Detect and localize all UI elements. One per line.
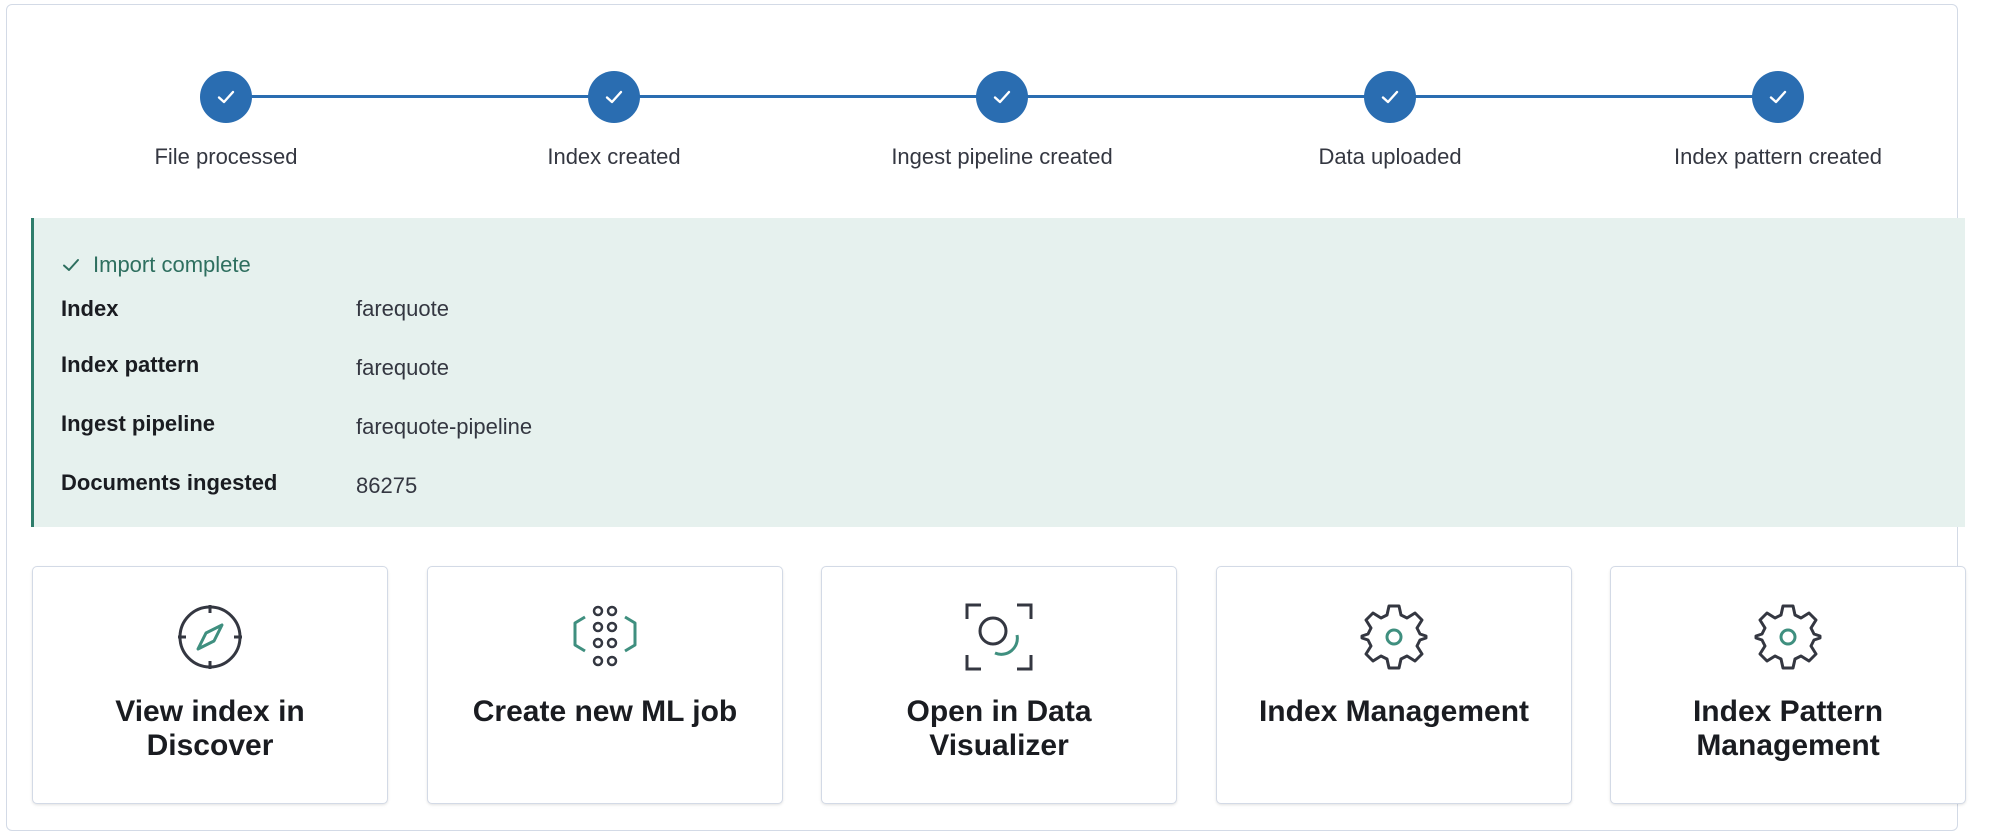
step-complete-check-icon xyxy=(1364,71,1416,123)
step-index-created: Index created xyxy=(454,71,774,170)
data-visualizer-icon xyxy=(965,603,1033,671)
step-label: Index pattern created xyxy=(1674,144,1882,169)
step-complete-check-icon xyxy=(1752,71,1804,123)
step-ingest-pipeline-created: Ingest pipeline created xyxy=(842,71,1162,170)
index-management-card[interactable]: Index Management xyxy=(1216,566,1572,804)
label-ingest-pipeline: Ingest pipeline xyxy=(61,411,216,436)
label-documents-ingested: Documents ingested xyxy=(61,470,278,495)
step-complete-check-icon xyxy=(200,71,252,123)
compass-icon xyxy=(178,605,242,669)
callout-title-text: Import complete xyxy=(93,252,251,277)
check-icon xyxy=(63,259,79,271)
index-pattern-management-card[interactable]: Index Pattern Management xyxy=(1610,566,1966,804)
create-ml-job-card[interactable]: Create new ML job xyxy=(427,566,783,804)
step-complete-check-icon xyxy=(976,71,1028,123)
value-index: farequote xyxy=(356,296,449,321)
card-title: Index Management xyxy=(1258,695,1530,728)
label-index: Index xyxy=(61,296,119,321)
step-data-uploaded: Data uploaded xyxy=(1230,71,1550,170)
card-title: View index in Discover xyxy=(115,695,305,762)
step-label: File processed xyxy=(154,144,298,169)
view-in-discover-card[interactable]: View index in Discover xyxy=(32,566,388,804)
card-title: Index Pattern Management xyxy=(1692,695,1884,762)
step-label: Ingest pipeline created xyxy=(891,144,1113,169)
value-index-pattern: farequote xyxy=(356,355,449,380)
gear-icon xyxy=(1754,604,1822,670)
step-file-processed: File processed xyxy=(66,71,386,170)
value-documents-ingested: 86275 xyxy=(356,473,418,498)
gear-icon xyxy=(1360,604,1428,670)
import-complete-callout: Import complete Index farequote Index pa… xyxy=(31,218,1965,527)
step-label: Data uploaded xyxy=(1318,144,1462,169)
step-complete-check-icon xyxy=(588,71,640,123)
card-title: Create new ML job xyxy=(472,695,738,728)
ml-job-icon xyxy=(573,605,637,667)
value-ingest-pipeline: farequote-pipeline xyxy=(356,414,533,439)
open-data-visualizer-card[interactable]: Open in Data Visualizer xyxy=(821,566,1177,804)
card-title: Open in Data Visualizer xyxy=(906,695,1092,762)
step-index-pattern-created: Index pattern created xyxy=(1618,71,1938,170)
callout-title: Import complete xyxy=(61,252,251,278)
step-label: Index created xyxy=(547,144,681,169)
label-index-pattern: Index pattern xyxy=(61,352,200,377)
import-steps: File processed Index created Ingest pipe… xyxy=(7,5,1957,215)
